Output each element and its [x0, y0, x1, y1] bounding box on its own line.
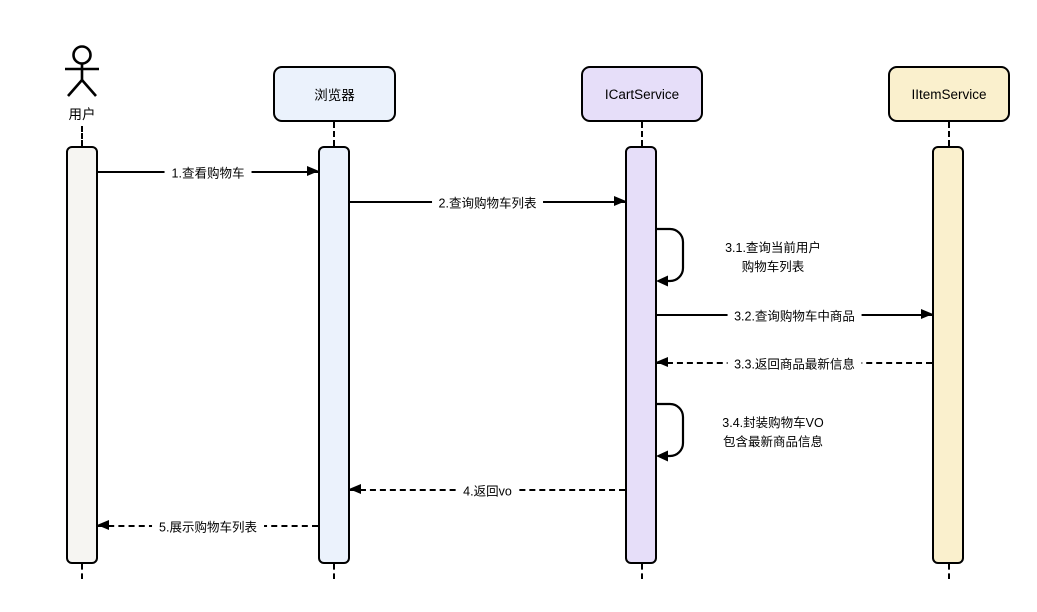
message-2-label: 2.查询购物车列表 — [431, 192, 544, 212]
participant-label-cartservice: ICartService — [604, 86, 680, 102]
participant-label-itemservice: IItemService — [911, 86, 987, 102]
message-3-4-label: 3.4.封装购物车VO 包含最新商品信息 — [688, 402, 858, 464]
lifeline-itemservice-tail — [948, 564, 950, 579]
lifeline-browser — [333, 122, 335, 146]
arrowhead-icon — [656, 357, 668, 367]
lifeline-user-tail — [81, 564, 83, 579]
activation-cartservice — [625, 146, 657, 564]
lifeline-browser-tail — [333, 564, 335, 579]
message-4-label: 4.返回vo — [456, 480, 519, 500]
lifeline-cartservice — [641, 122, 643, 146]
arrowhead-icon — [614, 196, 626, 206]
message-3-1-label: 3.1.查询当前用户 购物车列表 — [688, 227, 858, 289]
arrowhead-icon — [921, 309, 933, 319]
participant-box-browser: 浏览器 — [273, 66, 396, 122]
participant-box-cartservice: ICartService — [581, 66, 703, 122]
message-3-2-label: 3.2.查询购物车中商品 — [727, 305, 862, 325]
lifeline-cartservice-tail — [641, 564, 643, 579]
message-3-1-label-line2: 购物车列表 — [741, 260, 805, 274]
message-3-3-label: 3.3.返回商品最新信息 — [727, 353, 862, 373]
message-5-label: 5.展示购物车列表 — [152, 516, 264, 536]
message-3-4-label-line1: 3.4.封装购物车VO — [722, 416, 824, 430]
message-1-label: 1.查看购物车 — [164, 162, 252, 182]
message-3-4-label-line2: 包含最新商品信息 — [722, 435, 823, 449]
self-message-arrow — [656, 402, 685, 462]
arrowhead-icon — [349, 484, 361, 494]
arrowhead-icon — [97, 520, 109, 530]
participant-label-user: 用户 — [68, 107, 96, 122]
activation-user — [66, 146, 98, 564]
arrowhead-icon — [307, 166, 319, 176]
self-message-arrow — [656, 227, 685, 287]
lifeline-itemservice — [948, 122, 950, 146]
participant-box-itemservice: IItemService — [888, 66, 1010, 122]
participant-label-browser: 浏览器 — [314, 88, 355, 103]
activation-itemservice — [932, 146, 964, 564]
activation-browser — [318, 146, 350, 564]
lifeline-user — [81, 126, 83, 146]
message-3-1-label-line1: 3.1.查询当前用户 — [725, 241, 821, 255]
user-actor-icon — [65, 45, 99, 97]
